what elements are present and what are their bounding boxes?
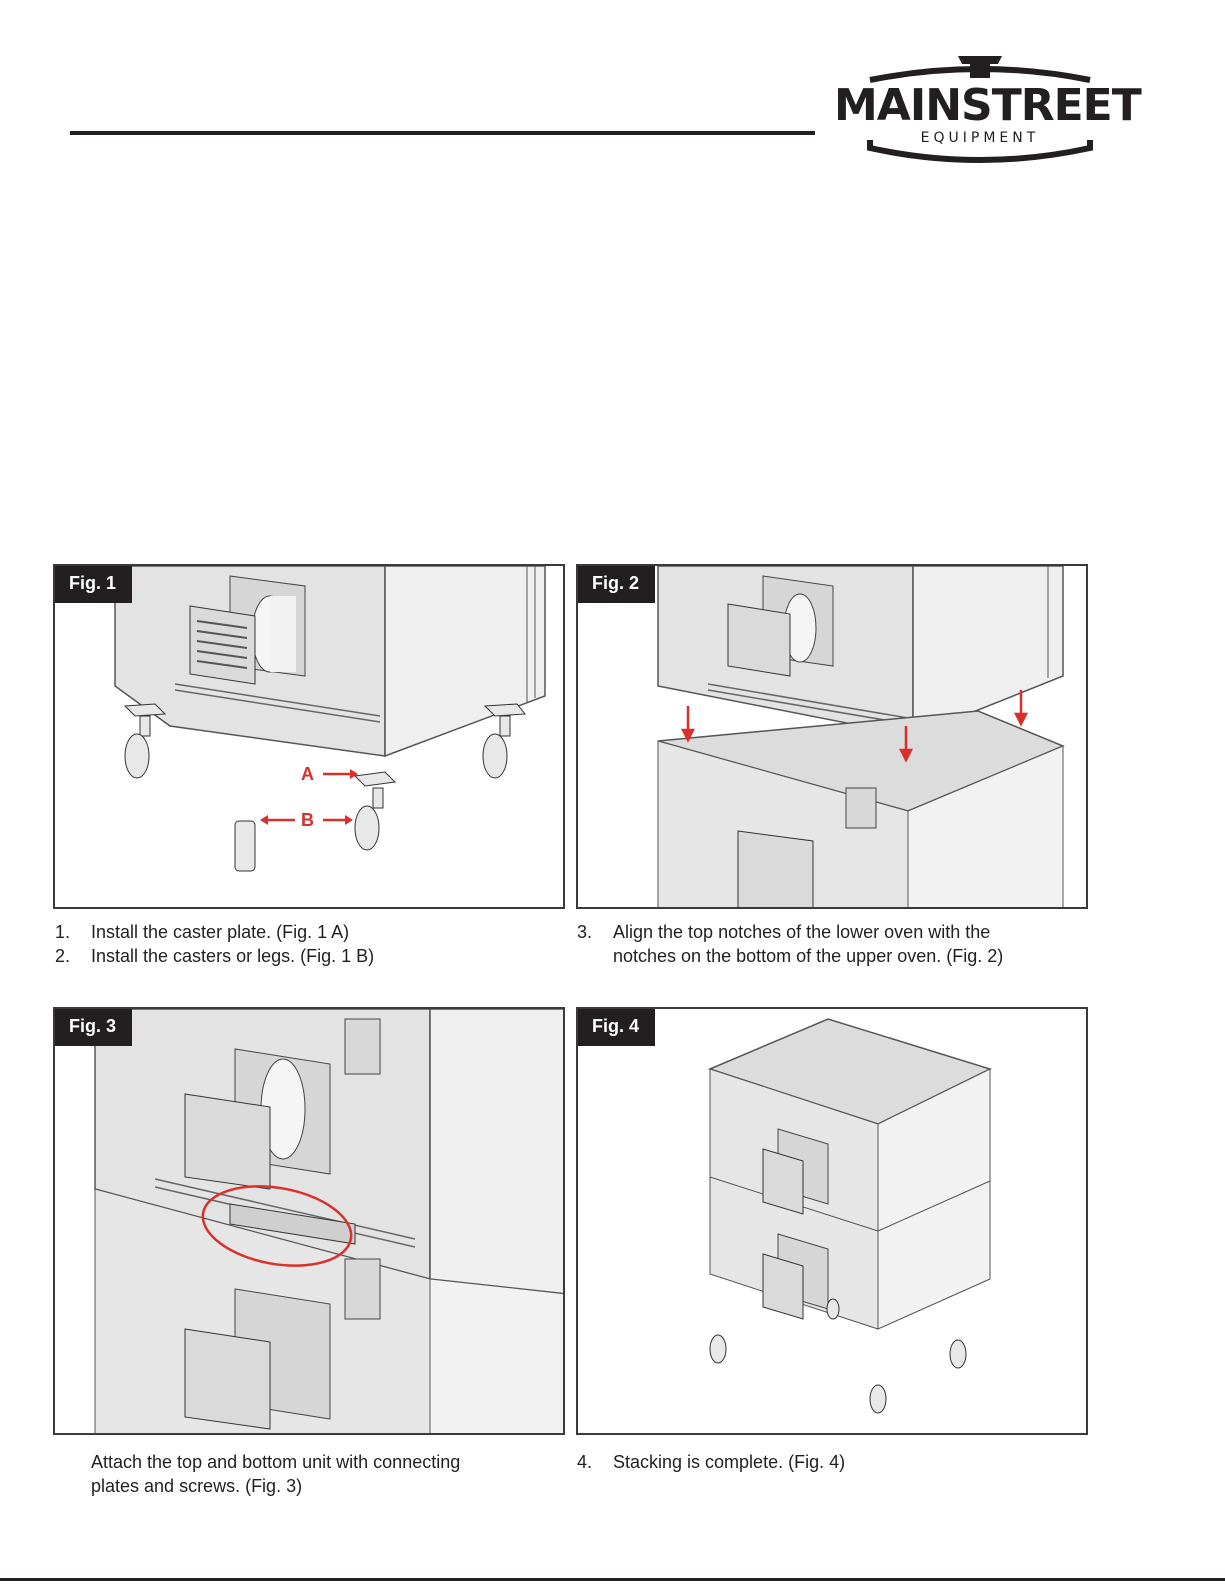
figure-3-label: Fig. 3 bbox=[55, 1009, 133, 1046]
logo-subtitle: EQUIPMENT bbox=[920, 130, 1040, 146]
callout-a-arrow bbox=[323, 769, 358, 779]
figure-3-illustration bbox=[94, 1009, 563, 1433]
figure-2: Fig. 2 bbox=[576, 564, 1088, 909]
logo-frame bbox=[867, 56, 1093, 163]
figure-1-illustration: A B bbox=[114, 566, 546, 872]
figure-2-illustration bbox=[657, 566, 1065, 907]
step-text-continued: plates and screws. (Fig. 3) bbox=[91, 1476, 303, 1496]
caption-steps-1-2: 1. Install the caster plate. (Fig. 1 A) 2… bbox=[55, 920, 565, 968]
step-text: Attach the top and bottom unit with conn… bbox=[91, 1452, 461, 1472]
figure-4: Fig. 4 bbox=[576, 1007, 1088, 1435]
figure-2-label: Fig. 2 bbox=[578, 566, 656, 603]
logo-wordmark: MAINSTREET bbox=[834, 80, 1142, 131]
step-number: 2. bbox=[55, 946, 71, 966]
figure-4-label: Fig. 4 bbox=[578, 1009, 656, 1046]
caption-fig-3: Attach the top and bottom unit with conn… bbox=[91, 1450, 571, 1498]
brand-logo: MAINSTREET ™ EQUIPMENT bbox=[830, 48, 1142, 168]
callout-b-arrows bbox=[260, 815, 353, 825]
logo-trademark: ™ bbox=[1074, 76, 1082, 85]
step-text: Stacking is complete. (Fig. 4) bbox=[613, 1452, 846, 1472]
callout-b-label: B bbox=[301, 810, 314, 830]
figure-3: Fig. 3 bbox=[53, 1007, 565, 1435]
step-text: Install the caster plate. (Fig. 1 A) bbox=[91, 922, 350, 942]
alignment-arrows bbox=[680, 690, 1029, 763]
step-text-continued: notches on the bottom of the upper oven.… bbox=[613, 946, 1004, 966]
footer-rule bbox=[0, 1578, 1225, 1581]
step-number: 1. bbox=[55, 922, 71, 942]
caption-step-3: 3. Align the top notches of the lower ove… bbox=[577, 920, 1107, 968]
connecting-plate-highlight bbox=[201, 1185, 353, 1267]
figure-1-label: Fig. 1 bbox=[55, 566, 133, 603]
step-text: Install the casters or legs. (Fig. 1 B) bbox=[91, 946, 375, 966]
header-rule bbox=[70, 131, 815, 135]
figure-1: Fig. 1 bbox=[53, 564, 565, 909]
step-number: 3. bbox=[577, 922, 593, 942]
caption-step-4: 4. Stacking is complete. (Fig. 4) bbox=[577, 1450, 1087, 1474]
callout-a-label: A bbox=[301, 764, 314, 784]
step-number: 4. bbox=[577, 1452, 593, 1472]
figure-4-illustration bbox=[707, 1018, 993, 1414]
step-text: Align the top notches of the lower oven … bbox=[613, 922, 991, 942]
